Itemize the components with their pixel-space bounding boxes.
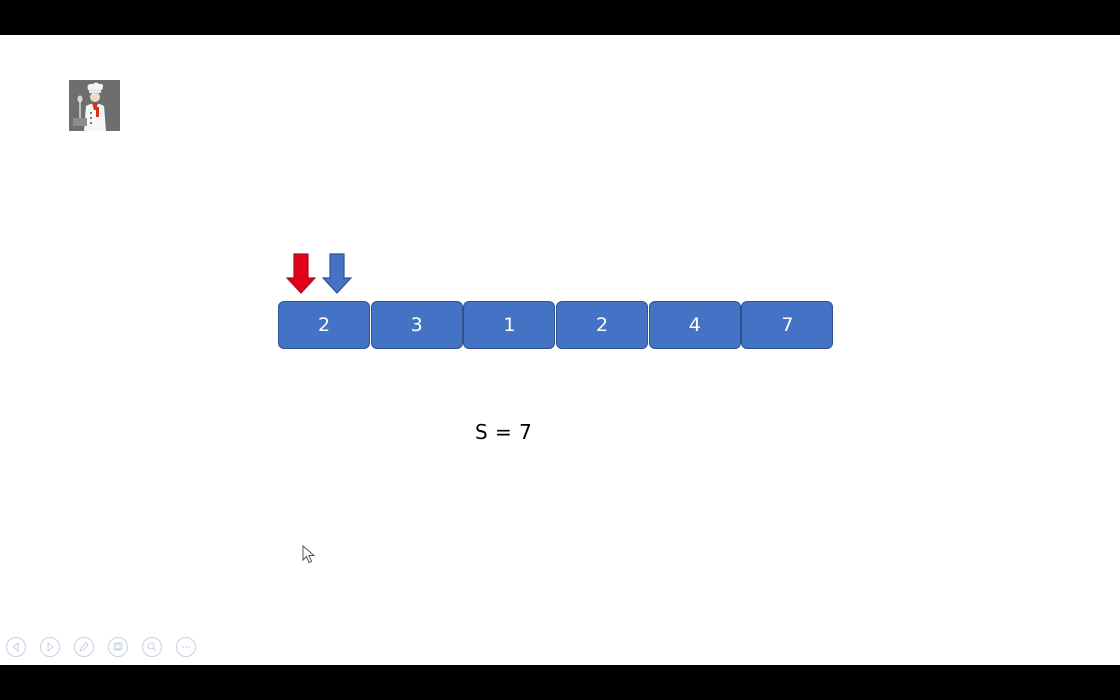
array-cell: 1 [463,301,556,349]
next-slide-button[interactable] [40,637,60,657]
mouse-pointer-icon [302,545,316,564]
pen-tool-button[interactable] [74,637,94,657]
array-cell: 7 [741,301,834,349]
zoom-button[interactable] [142,637,162,657]
array-cell: 2 [556,301,649,349]
previous-slide-icon [12,641,19,653]
slide-sorter-icon [113,642,123,651]
pen-icon [79,642,89,652]
more-options-button[interactable] [176,637,196,657]
blue-down-arrow-icon [322,253,352,294]
zoom-icon [147,642,157,652]
array-cell: 4 [648,301,741,349]
sum-label: S = 7 [475,420,533,444]
chef-logo-image [69,80,120,131]
array-cells: 2 3 1 2 4 7 [278,301,834,349]
red-down-arrow-icon [286,253,316,294]
slideshow-toolbar [6,637,196,657]
array-cell: 2 [278,301,370,349]
more-options-icon [182,646,190,648]
previous-slide-button[interactable] [6,637,26,657]
next-slide-icon [47,641,54,653]
slide-canvas: 2 3 1 2 4 7 S = 7 [0,35,1120,665]
array-cell: 3 [370,301,463,349]
slide-sorter-button[interactable] [108,637,128,657]
